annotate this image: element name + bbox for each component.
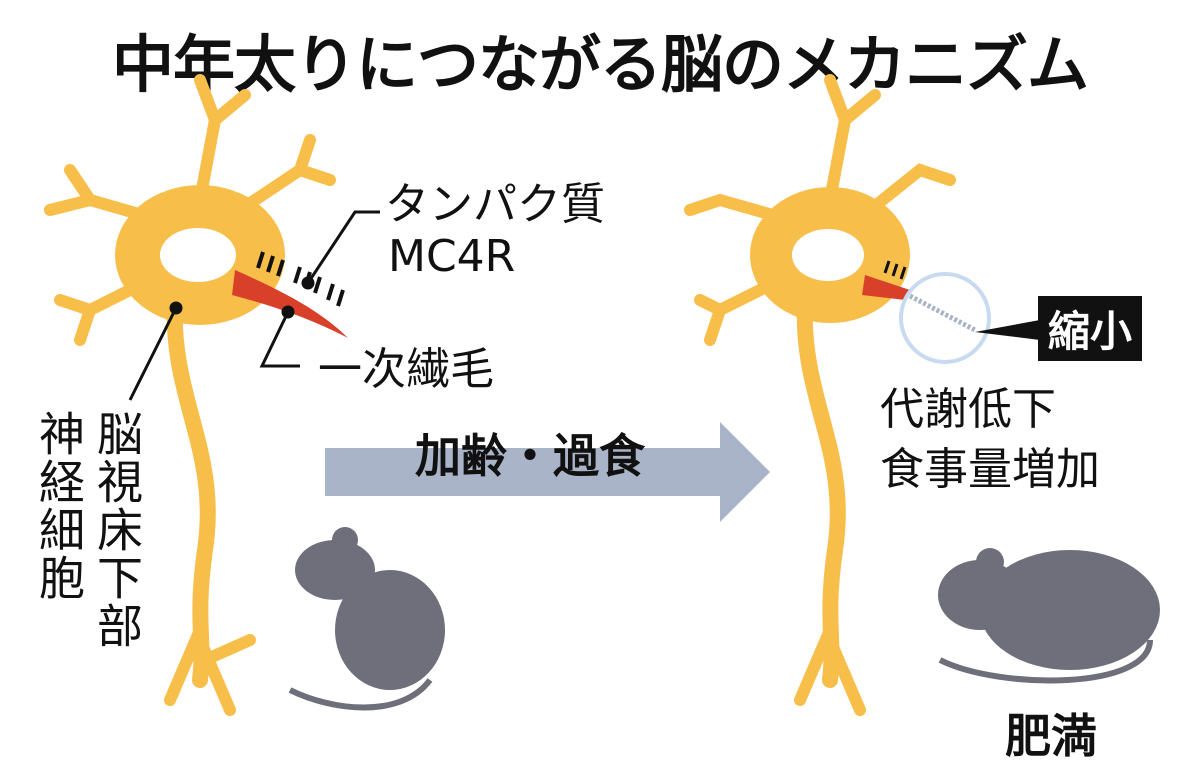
left-mouse-icon [288, 527, 445, 711]
cilium-label: 一次繊毛 [318, 344, 494, 395]
right-cilium-shrunk [862, 275, 910, 300]
protein-label-line1: タンパク質 [385, 179, 605, 230]
diagram-title: 中年太りにつながる脳のメカニズム [111, 28, 1089, 101]
left-nucleus [160, 228, 236, 282]
shrink-highlight-circle [899, 272, 991, 364]
protein-label-line2: MC4R [388, 231, 516, 282]
effect-line1: 代謝低下 [880, 384, 1056, 435]
obesity-label: 肥満 [1005, 709, 1097, 763]
left-leader-lines [128, 210, 380, 401]
progress-arrow [325, 422, 770, 522]
right-mouse-icon [938, 548, 1160, 684]
effect-line2: 食事量増加 [880, 444, 1100, 495]
shrink-badge: 縮小 [1038, 296, 1143, 361]
neuron-label: 神経細胞 [32, 410, 86, 602]
arrow-label: 加齢・過食 [415, 429, 645, 483]
left-cilium [232, 270, 348, 338]
hypothalamus-label: 脳視床下部 [90, 410, 144, 650]
